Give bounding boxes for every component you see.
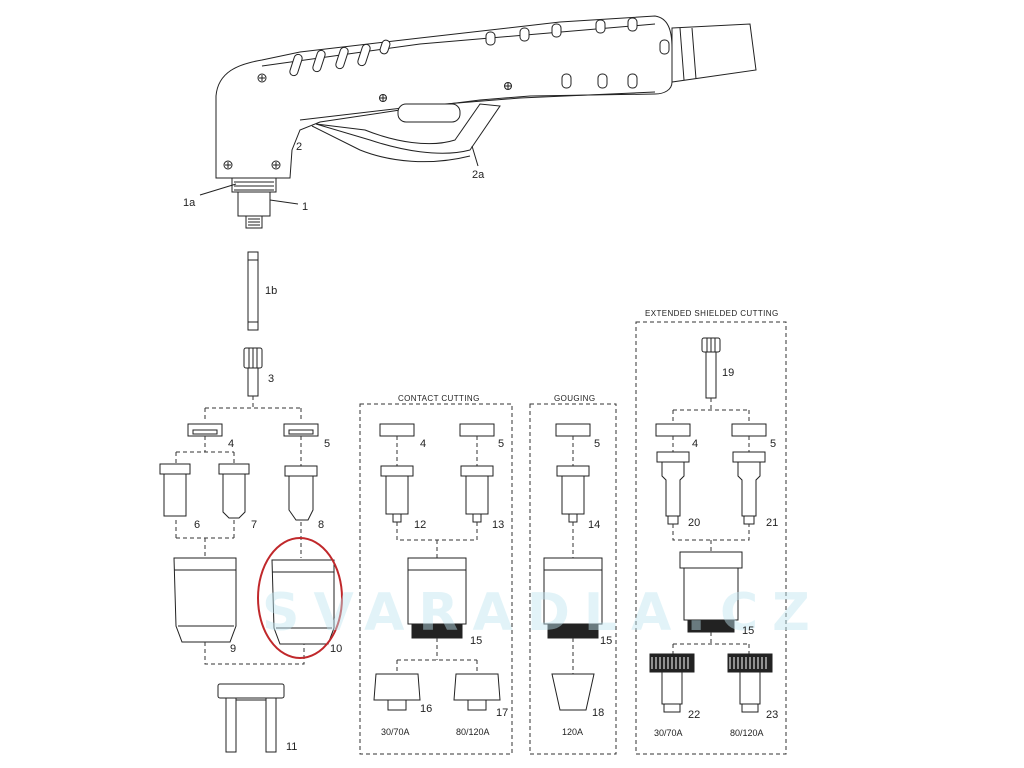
contact-cutting-group bbox=[359, 403, 513, 755]
label-7: 7 bbox=[251, 519, 257, 531]
electrode-holder-3 bbox=[243, 347, 263, 397]
label-4-standard: 4 bbox=[228, 438, 234, 450]
label-1b: 1b bbox=[265, 285, 277, 297]
label-15-gouging: 15 bbox=[600, 635, 612, 647]
label-11: 11 bbox=[286, 741, 297, 753]
grip-slots bbox=[289, 17, 670, 89]
label-5-standard: 5 bbox=[324, 438, 330, 450]
group-headers: CONTACT CUTTING GOUGING EXTENDED SHIELDE… bbox=[398, 309, 779, 403]
leader-lines-head bbox=[199, 145, 479, 205]
header-extended-shielded: EXTENDED SHIELDED CUTTING bbox=[645, 309, 779, 318]
label-17: 17 bbox=[496, 707, 508, 719]
amp-18: 120A bbox=[562, 727, 583, 737]
watermark-text: SVARADLA.CZ bbox=[262, 583, 824, 643]
standard-cutting-column bbox=[159, 423, 335, 753]
label-12: 12 bbox=[414, 519, 426, 531]
label-8: 8 bbox=[318, 519, 324, 531]
label-4-extended: 4 bbox=[692, 438, 698, 450]
label-22: 22 bbox=[688, 709, 700, 721]
extended-shielded-group bbox=[635, 321, 787, 755]
torch-body bbox=[215, 15, 757, 229]
part-labels: 1a 1 2 2a 1b 3 4 5 6 7 8 9 10 11 4 5 12 … bbox=[183, 141, 778, 753]
label-21: 21 bbox=[766, 517, 778, 529]
label-15-contact: 15 bbox=[470, 635, 482, 647]
highlight-ellipse bbox=[257, 537, 343, 659]
amp-17: 80/120A bbox=[456, 727, 490, 737]
label-2: 2 bbox=[296, 141, 302, 153]
label-1a: 1a bbox=[183, 197, 196, 209]
label-5-extended: 5 bbox=[770, 438, 776, 450]
label-18: 18 bbox=[592, 707, 604, 719]
header-gouging: GOUGING bbox=[554, 394, 595, 403]
label-5-contact: 5 bbox=[498, 438, 504, 450]
amp-23: 80/120A bbox=[730, 728, 764, 738]
screw-icons bbox=[223, 73, 512, 170]
label-9: 9 bbox=[230, 643, 236, 655]
label-5-gouging: 5 bbox=[594, 438, 600, 450]
label-2a: 2a bbox=[472, 169, 485, 181]
label-16: 16 bbox=[420, 703, 432, 715]
label-4-contact: 4 bbox=[420, 438, 426, 450]
label-15-extended: 15 bbox=[742, 625, 754, 637]
label-20: 20 bbox=[688, 517, 700, 529]
label-10: 10 bbox=[330, 643, 342, 655]
label-3: 3 bbox=[268, 373, 274, 385]
amp-22: 30/70A bbox=[654, 728, 683, 738]
header-contact-cutting: CONTACT CUTTING bbox=[398, 394, 480, 403]
gouging-group bbox=[529, 403, 617, 755]
label-13: 13 bbox=[492, 519, 504, 531]
label-14: 14 bbox=[588, 519, 600, 531]
label-23: 23 bbox=[766, 709, 778, 721]
label-1: 1 bbox=[302, 201, 308, 213]
amperage-labels: 30/70A 80/120A 120A 30/70A 80/120A bbox=[381, 727, 764, 738]
label-19: 19 bbox=[722, 367, 734, 379]
label-6: 6 bbox=[194, 519, 200, 531]
insulator-1b bbox=[247, 251, 259, 331]
amp-16: 30/70A bbox=[381, 727, 410, 737]
